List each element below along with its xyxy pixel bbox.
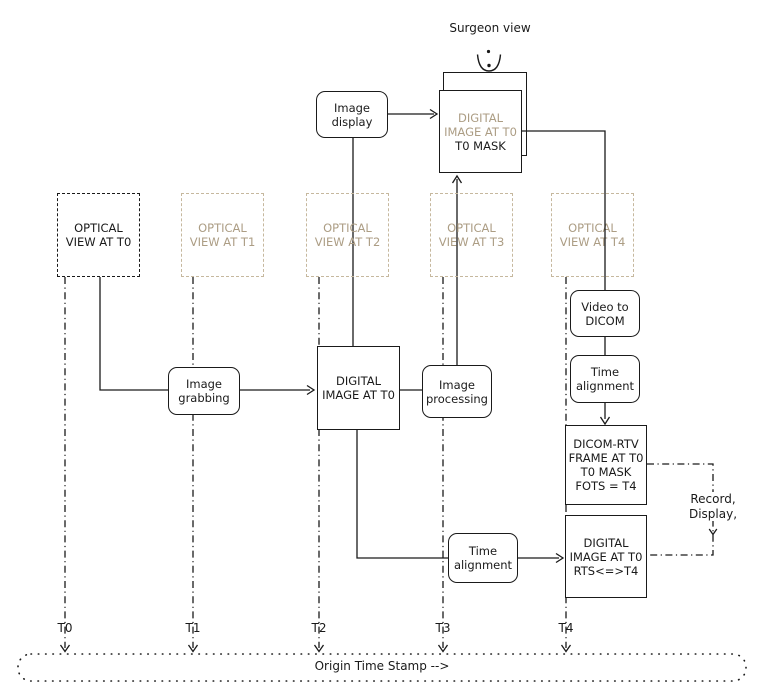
- origin-time-stamp-box: [17, 653, 747, 682]
- node-digital-image-rts: DIGITAL IMAGE AT T0 RTS<=>T4: [565, 515, 647, 598]
- arrowhead: [708, 528, 718, 536]
- surgeon-mask-label-black: T0 MASK: [455, 138, 506, 153]
- node-digital-image-t0: DIGITAL IMAGE AT T0: [317, 346, 400, 430]
- arrowhead: [187, 644, 199, 653]
- node-image-display: Image display: [316, 91, 388, 138]
- node-optical-view-t1: OPTICAL VIEW AT T1: [181, 193, 264, 277]
- origin-time-stamp-label: Origin Time Stamp -->: [314, 659, 450, 673]
- node-time-alignment-top: Time alignment: [570, 355, 640, 403]
- timeline-tick-t3: T3: [435, 621, 451, 635]
- node-image-grabbing: Image grabbing: [168, 367, 240, 415]
- surgeon-mask-label-tan: DIGITAL IMAGE AT T0: [444, 110, 517, 139]
- arrowhead: [306, 384, 316, 396]
- timeline-tick-t1: T1: [185, 621, 201, 635]
- arrowhead: [429, 108, 439, 120]
- node-optical-view-t0: OPTICAL VIEW AT T0: [57, 193, 140, 277]
- timeline-tick-t2: T2: [311, 621, 327, 635]
- eye-icon: [476, 49, 502, 72]
- node-time-alignment-bottom: Time alignment: [448, 533, 518, 583]
- arrowhead: [560, 644, 572, 653]
- arrowhead: [555, 552, 565, 564]
- record-display-label: Record, Display,: [673, 492, 753, 521]
- node-optical-view-t3: OPTICAL VIEW AT T3: [430, 193, 513, 277]
- timeline-tick-t0: T0: [57, 621, 73, 635]
- arrowhead: [599, 416, 611, 426]
- arrowhead: [313, 644, 325, 653]
- surgeon-view-title: Surgeon view: [449, 21, 531, 35]
- node-surgeon-mask: DIGITAL IMAGE AT T0 T0 MASK: [439, 90, 522, 173]
- arrowhead: [437, 644, 449, 653]
- arrowhead: [59, 644, 71, 653]
- line-digital-to-alignment: [356, 430, 448, 559]
- node-dicom-rtv-frame: DICOM-RTV FRAME AT T0 T0 MASK FOTS = T4: [565, 425, 647, 505]
- node-optical-view-t4: OPTICAL VIEW AT T4: [551, 193, 634, 277]
- timeline-tick-t4: T4: [558, 621, 574, 635]
- node-video-to-dicom: Video to DICOM: [570, 290, 640, 337]
- arrowhead: [451, 174, 463, 184]
- node-optical-view-t2: OPTICAL VIEW AT T2: [306, 193, 389, 277]
- line-mask-to-video: [522, 130, 606, 290]
- line-optical-to-grabbing: [99, 277, 168, 391]
- node-image-processing: Image processing: [422, 365, 492, 418]
